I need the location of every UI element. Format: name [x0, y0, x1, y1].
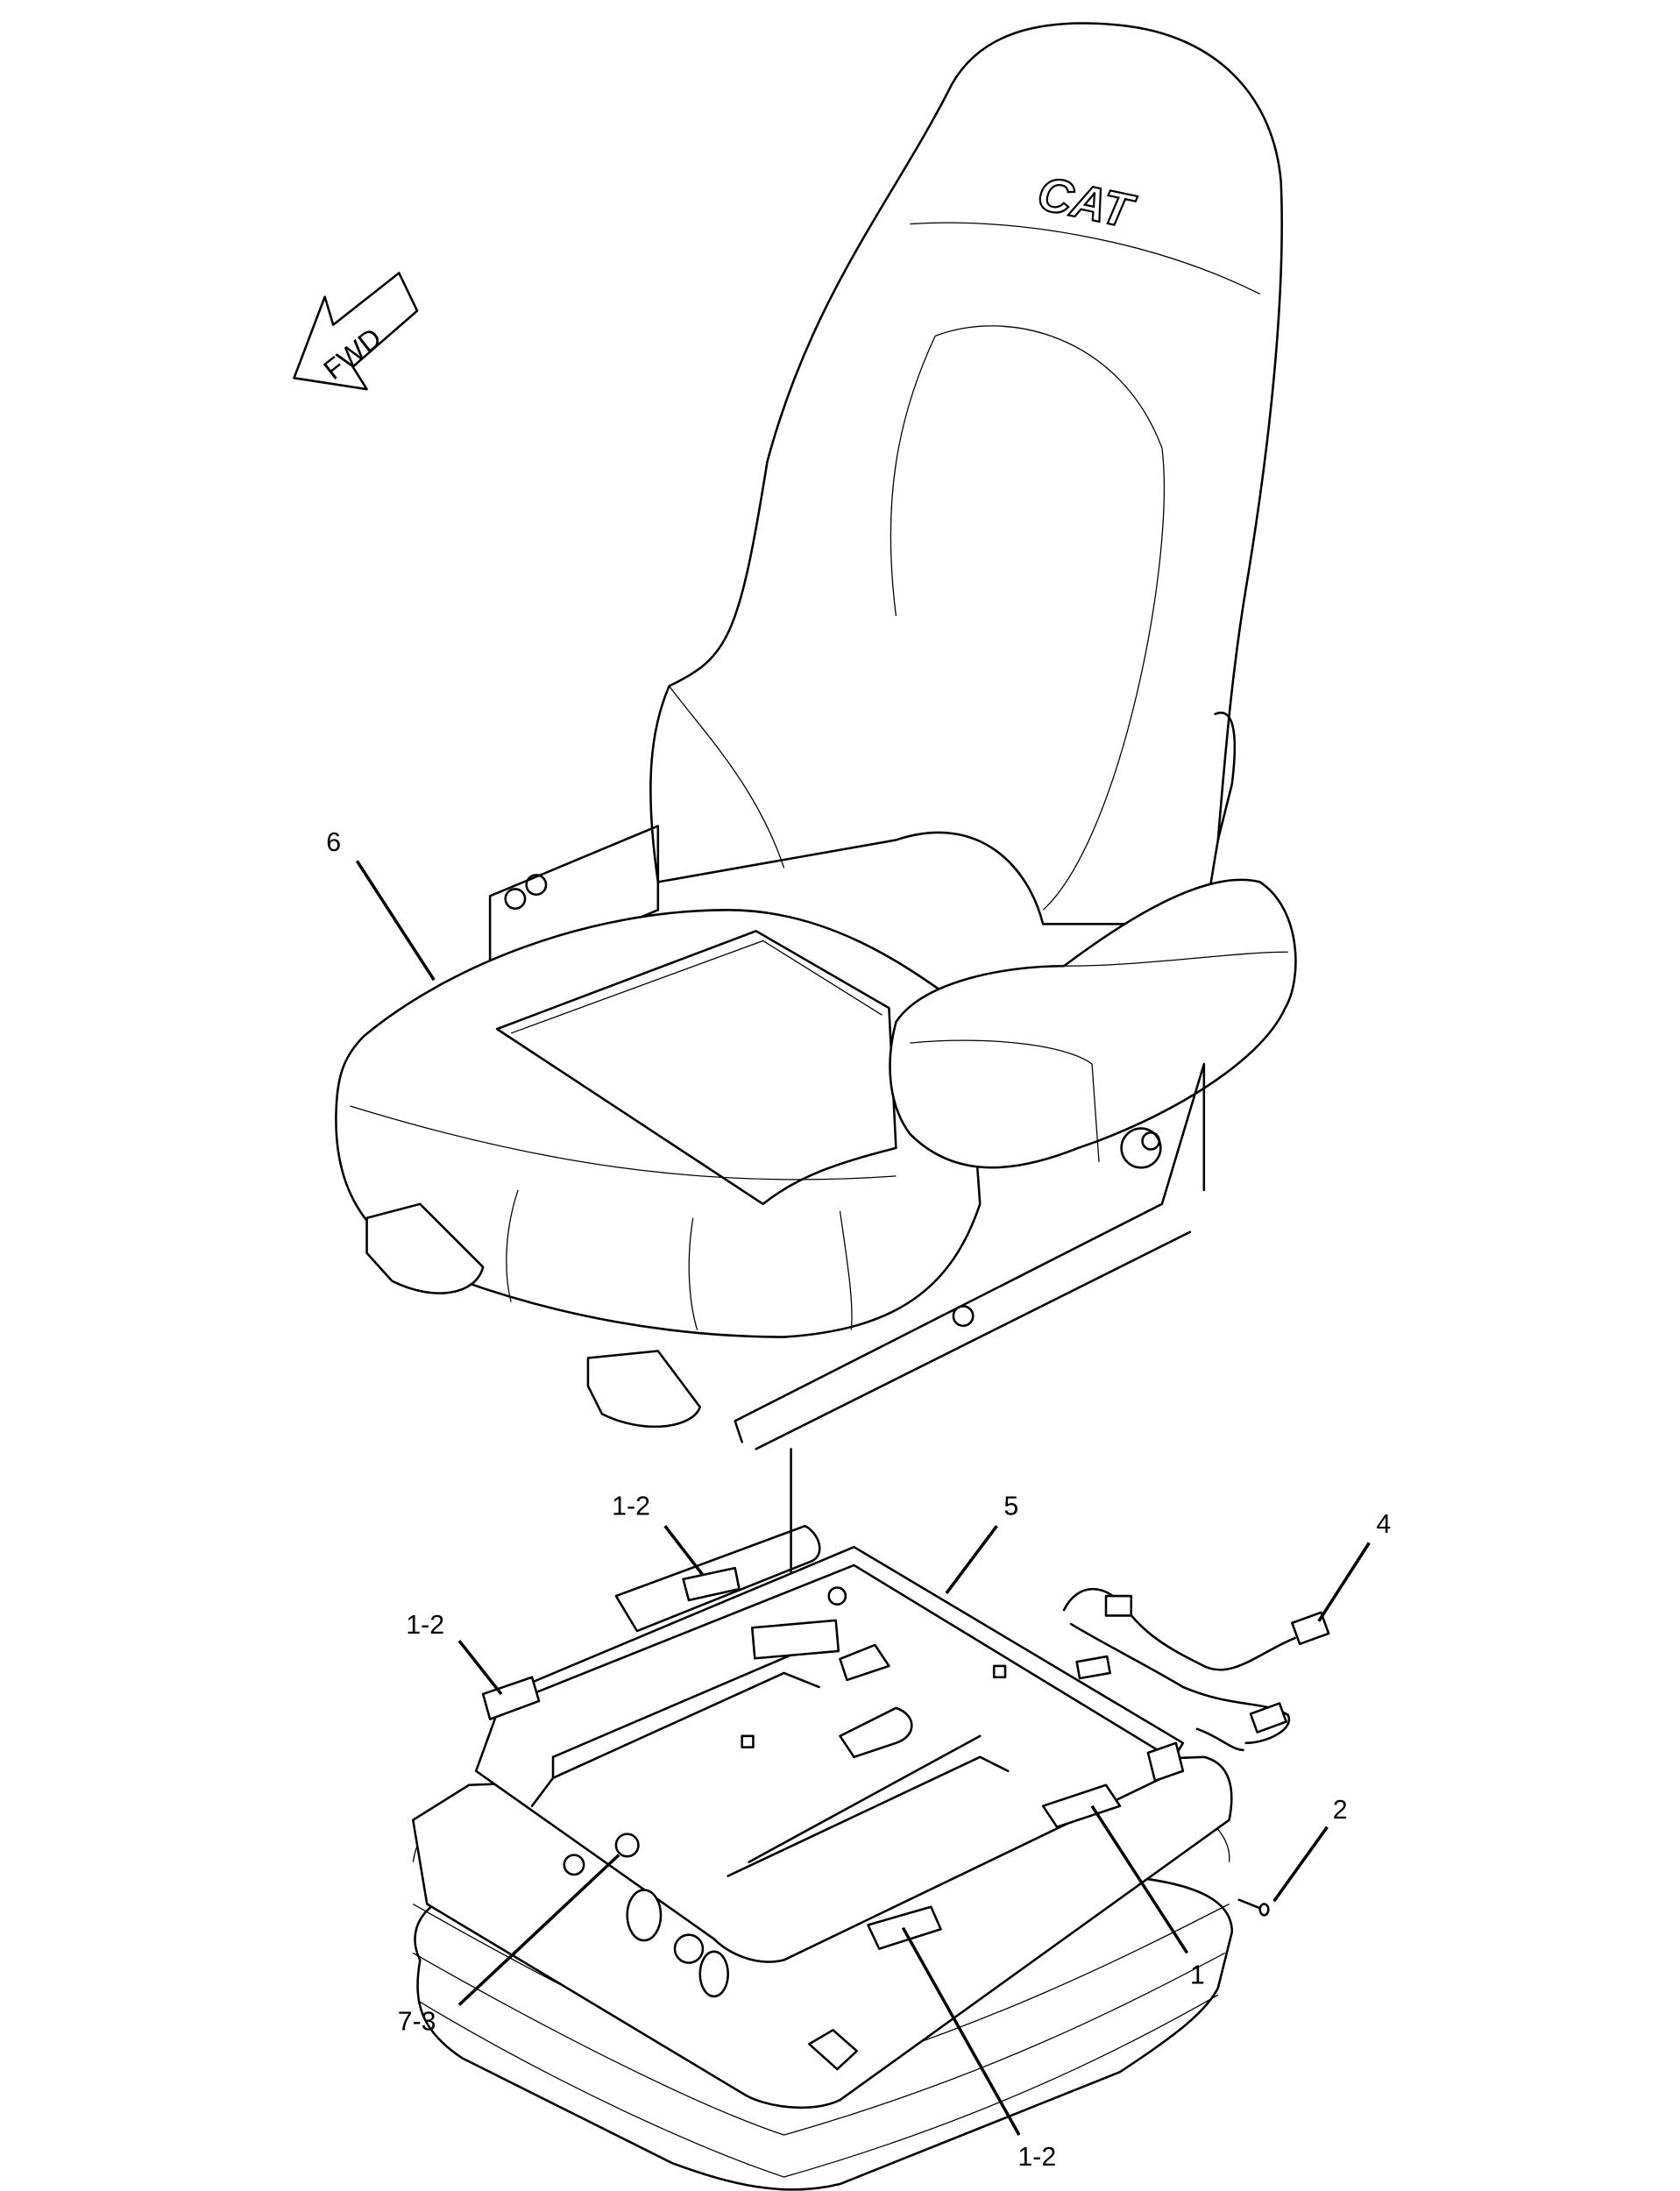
callout-label: 4	[1376, 1510, 1391, 1539]
seat-backrest: CAT	[649, 22, 1283, 925]
callout-label: 2	[1333, 1796, 1348, 1825]
forward-direction-arrow: FWD	[293, 272, 419, 391]
callout-7-3: 7-3	[398, 1854, 620, 2036]
callout-label: 6	[326, 828, 341, 857]
arrow-icon	[293, 272, 419, 391]
callout-6: 6	[326, 828, 436, 982]
callout-1: 1	[1090, 1805, 1205, 1990]
adjust-handle	[563, 1833, 858, 2071]
callout-4: 4	[1317, 1510, 1391, 1622]
callout-label: 7-3	[398, 2007, 436, 2036]
seat-lower-frame	[365, 1062, 1206, 1450]
seat-cushion	[335, 909, 982, 1338]
callout-label: 5	[1003, 1492, 1018, 1521]
slide-plate	[474, 1524, 1185, 1963]
callout-2: 2	[1272, 1796, 1348, 1903]
armrest	[889, 878, 1297, 1169]
callout-5: 5	[945, 1492, 1018, 1594]
pin-part	[1237, 1898, 1270, 1917]
callout-1-2-top: 1-2	[612, 1492, 705, 1577]
callout-label: 1	[1190, 1961, 1205, 1990]
callout-label: 1-2	[612, 1492, 650, 1521]
callout-label: 1-2	[1017, 2143, 1056, 2172]
fwd-label: FWD	[317, 322, 386, 386]
seat-bracket	[488, 825, 660, 982]
callout-1-2-left: 1-2	[406, 1611, 503, 1695]
callout-1-2-bottom: 1-2	[901, 1926, 1056, 2172]
callout-label: 1-2	[406, 1611, 444, 1640]
